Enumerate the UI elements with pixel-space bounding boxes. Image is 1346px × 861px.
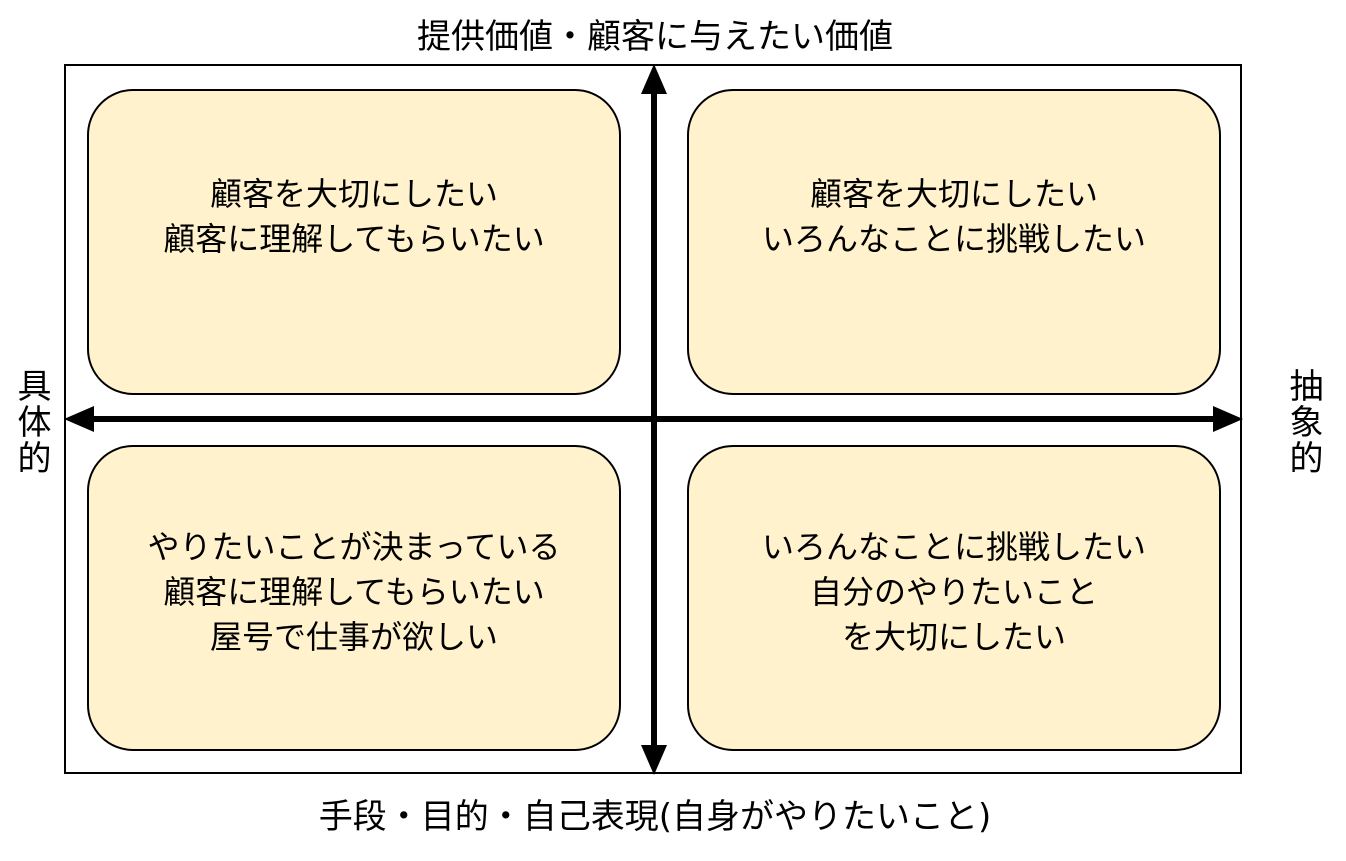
quadrant-text: 顧客を大切にしたい 顧客に理解してもらいたい <box>163 172 544 262</box>
quadrant-line: 顧客を大切にしたい <box>809 175 1098 213</box>
quadrant-top-left: 顧客を大切にしたい 顧客に理解してもらいたい <box>87 89 621 395</box>
quadrant-line: いろんなことに挑戦したい <box>761 220 1146 258</box>
quadrant-line: 顧客に理解してもらいたい <box>163 220 545 258</box>
quadrant-line: 屋号で仕事が欲しい <box>209 617 498 656</box>
quadrant-line: 顧客を大切にしたい <box>209 175 498 213</box>
top-axis-label: 提供価値・顧客に与えたい価値 <box>417 17 893 57</box>
quadrant-top-right: 顧客を大切にしたい いろんなことに挑戦したい <box>687 89 1221 395</box>
quadrant-bottom-left: やりたいことが決まっている 顧客に理解してもらいたい 屋号で仕事が欲しい <box>87 445 621 751</box>
quadrant-text: いろんなことに挑戦したい 自分のやりたいこと を大切にしたい <box>762 525 1146 660</box>
quadrant-line: 自分のやりたいこと <box>809 572 1098 611</box>
quadrant-text: やりたいことが決まっている 顧客に理解してもらいたい 屋号で仕事が欲しい <box>147 525 560 660</box>
right-axis-label: 抽象的 <box>1283 368 1323 476</box>
quadrant-bottom-right: いろんなことに挑戦したい 自分のやりたいこと を大切にしたい <box>687 445 1221 751</box>
left-axis-label: 具体的 <box>11 368 51 476</box>
quadrant-line: 顧客に理解してもらいたい <box>163 572 545 611</box>
quadrant-text: 顧客を大切にしたい いろんなことに挑戦したい <box>762 172 1146 262</box>
quadrant-line: いろんなことに挑戦したい <box>761 527 1146 566</box>
quadrant-line: やりたいことが決まっている <box>147 527 561 566</box>
quadrant-line: を大切にしたい <box>841 617 1066 656</box>
bottom-axis-label: 手段・目的・自己表現(自身がやりたいこと) <box>318 797 992 837</box>
